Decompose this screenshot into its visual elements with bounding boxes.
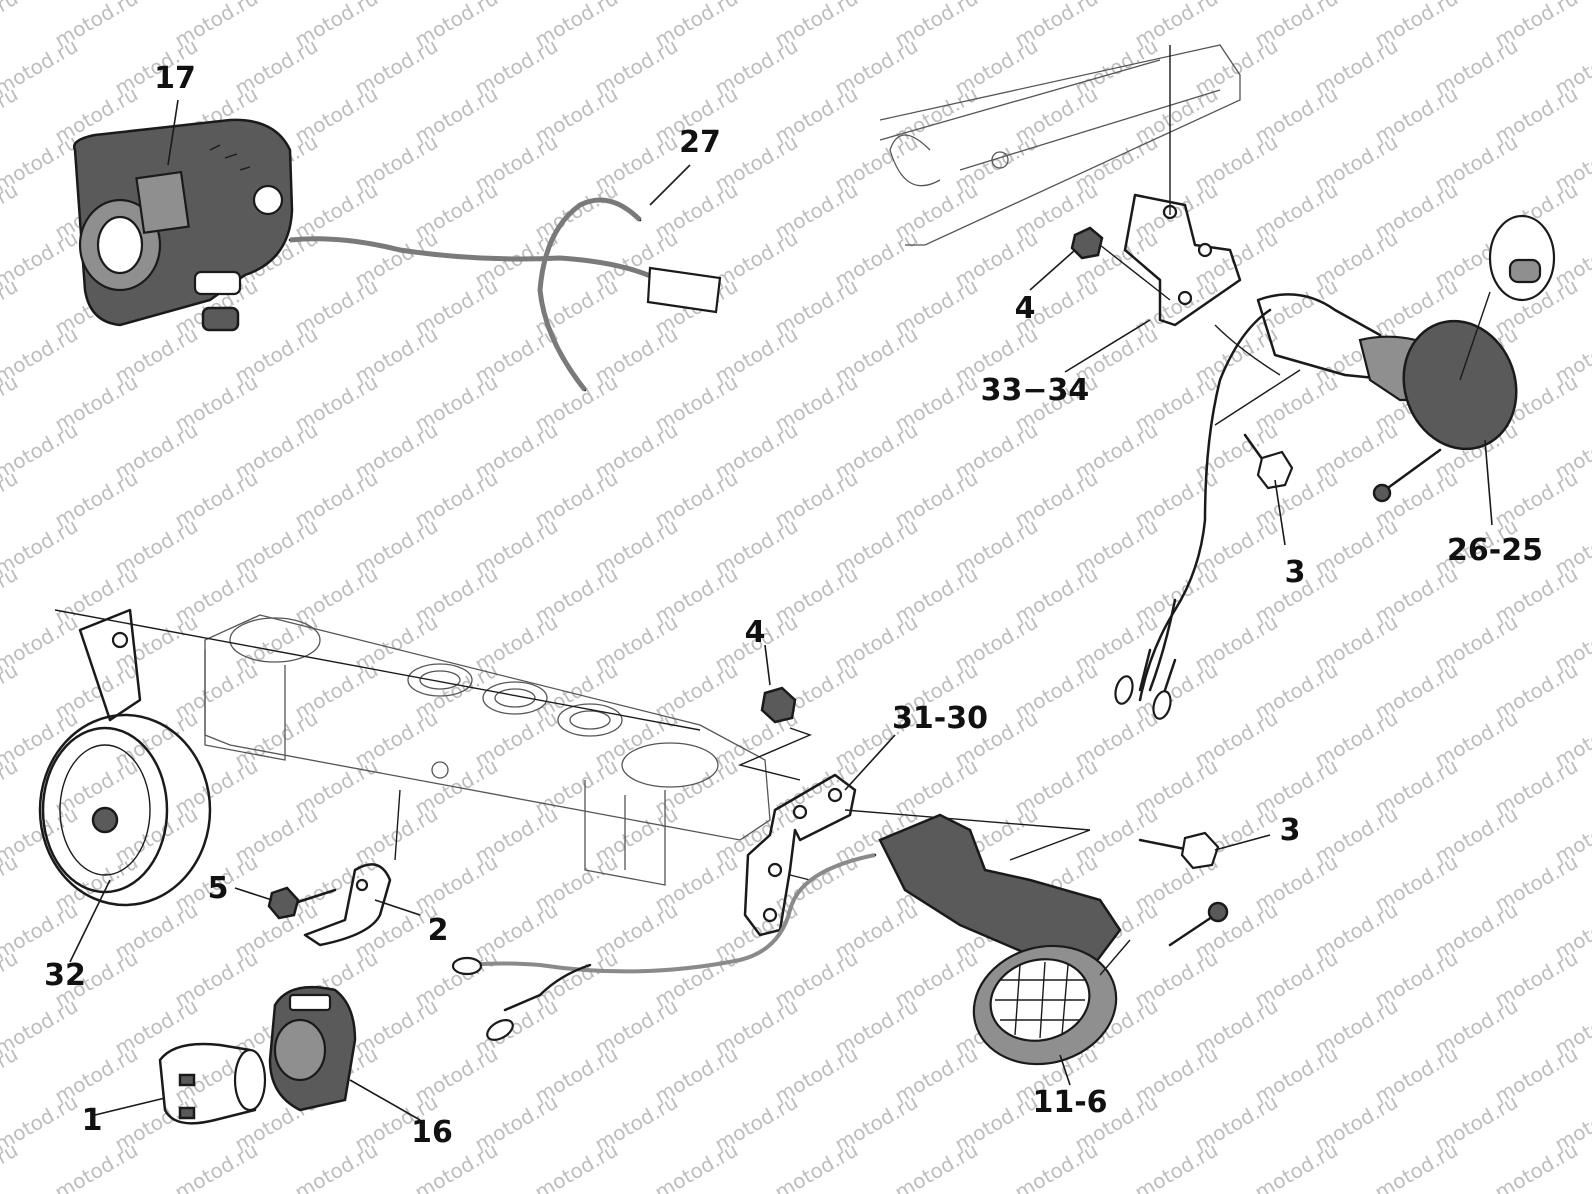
watermark-text: motod.ru	[651, 1138, 742, 1194]
watermark-text: motod.ru	[51, 1138, 142, 1194]
watermark-text: motod.ru	[0, 0, 22, 52]
rear-turn-signal-assembly	[879, 44, 1556, 720]
watermark-text: motod.ru	[0, 178, 22, 245]
front-turn-signal-assembly	[451, 813, 1229, 1066]
callout-26-25: 26-25	[1447, 533, 1543, 568]
callout-2: 2	[428, 913, 449, 948]
watermark-text: motod.ru	[0, 274, 22, 341]
small-switch-parts	[158, 985, 357, 1125]
callout-16: 16	[411, 1115, 453, 1150]
callout-5: 5	[208, 871, 229, 906]
bracket-and-nut	[737, 686, 1091, 937]
handlebar-switch-assembly	[72, 118, 722, 392]
watermark-text: motod.ru	[531, 1138, 622, 1194]
watermark-text: motod.ru	[0, 466, 22, 533]
watermark-text: motod.ru	[891, 1138, 982, 1194]
watermark-text: motod.ru	[0, 370, 22, 437]
watermark-text: motod.ru	[0, 946, 22, 1013]
callout-31-30: 31-30	[892, 701, 988, 736]
triple-clamp-outline	[204, 614, 771, 886]
bolt-and-clip	[267, 789, 401, 947]
watermark-text: motod.ru	[0, 82, 22, 149]
watermark-text: motod.ru	[0, 850, 22, 917]
watermark-text: motod.ru	[291, 1138, 382, 1194]
callout-3-upper: 3	[1285, 555, 1306, 590]
callout-4-upper: 4	[1015, 291, 1036, 326]
callout-4-middle: 4	[745, 615, 766, 650]
callout-17: 17	[154, 61, 196, 96]
watermark-text: motod.ru	[0, 754, 22, 821]
callout-32: 32	[44, 958, 86, 993]
callout-11-6: 11-6	[1032, 1085, 1107, 1120]
watermark-text: motod.ru	[1251, 1138, 1342, 1194]
callout-3-middle: 3	[1280, 813, 1301, 848]
callout-27: 27	[679, 125, 721, 160]
leader-lines	[69, 99, 1493, 1121]
watermark-text: motod.ru	[0, 1042, 22, 1109]
watermark-text: motod.ru	[1131, 1138, 1222, 1194]
watermark-text: motod.ru	[1491, 1138, 1582, 1194]
watermark-text: motod.ru	[771, 1138, 862, 1194]
watermark-text: motod.ru	[171, 1138, 262, 1194]
callout-1: 1	[82, 1103, 103, 1138]
callout-33-34: 33−34	[981, 373, 1090, 408]
watermark-text: motod.ru	[1371, 1138, 1462, 1194]
watermark-text: motod.ru	[0, 658, 22, 725]
horn-assembly	[38, 608, 701, 907]
watermark-text: motod.ru	[0, 562, 22, 629]
callout-labels: 17 27 4 33−34 3 26-25 4 31-30 3 5 2 32 1…	[44, 61, 1543, 1150]
watermark-text: motod.ru	[1011, 1138, 1102, 1194]
